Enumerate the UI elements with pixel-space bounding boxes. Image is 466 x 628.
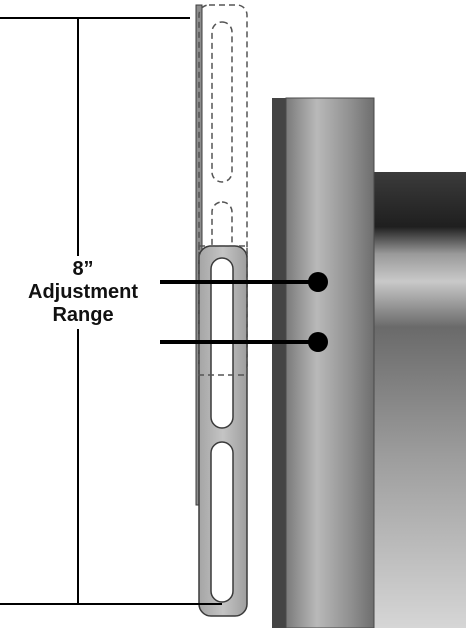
range-line1: Adjustment <box>28 281 138 303</box>
range-line2: Range <box>52 304 114 326</box>
range-value: 8” <box>72 258 94 280</box>
adjustment-range-label: 8” Adjustment Range <box>8 256 158 329</box>
screw-head-lower <box>308 332 328 352</box>
bracket-slot-lower <box>210 441 234 603</box>
screw-lines <box>160 280 318 344</box>
display-frame-edge <box>272 98 288 628</box>
ghost-slot-upper <box>211 21 233 183</box>
screw-head-upper <box>308 272 328 292</box>
display-frame-face <box>285 97 375 628</box>
ghost-bracket-overlap <box>198 245 248 376</box>
display-body <box>360 172 466 628</box>
